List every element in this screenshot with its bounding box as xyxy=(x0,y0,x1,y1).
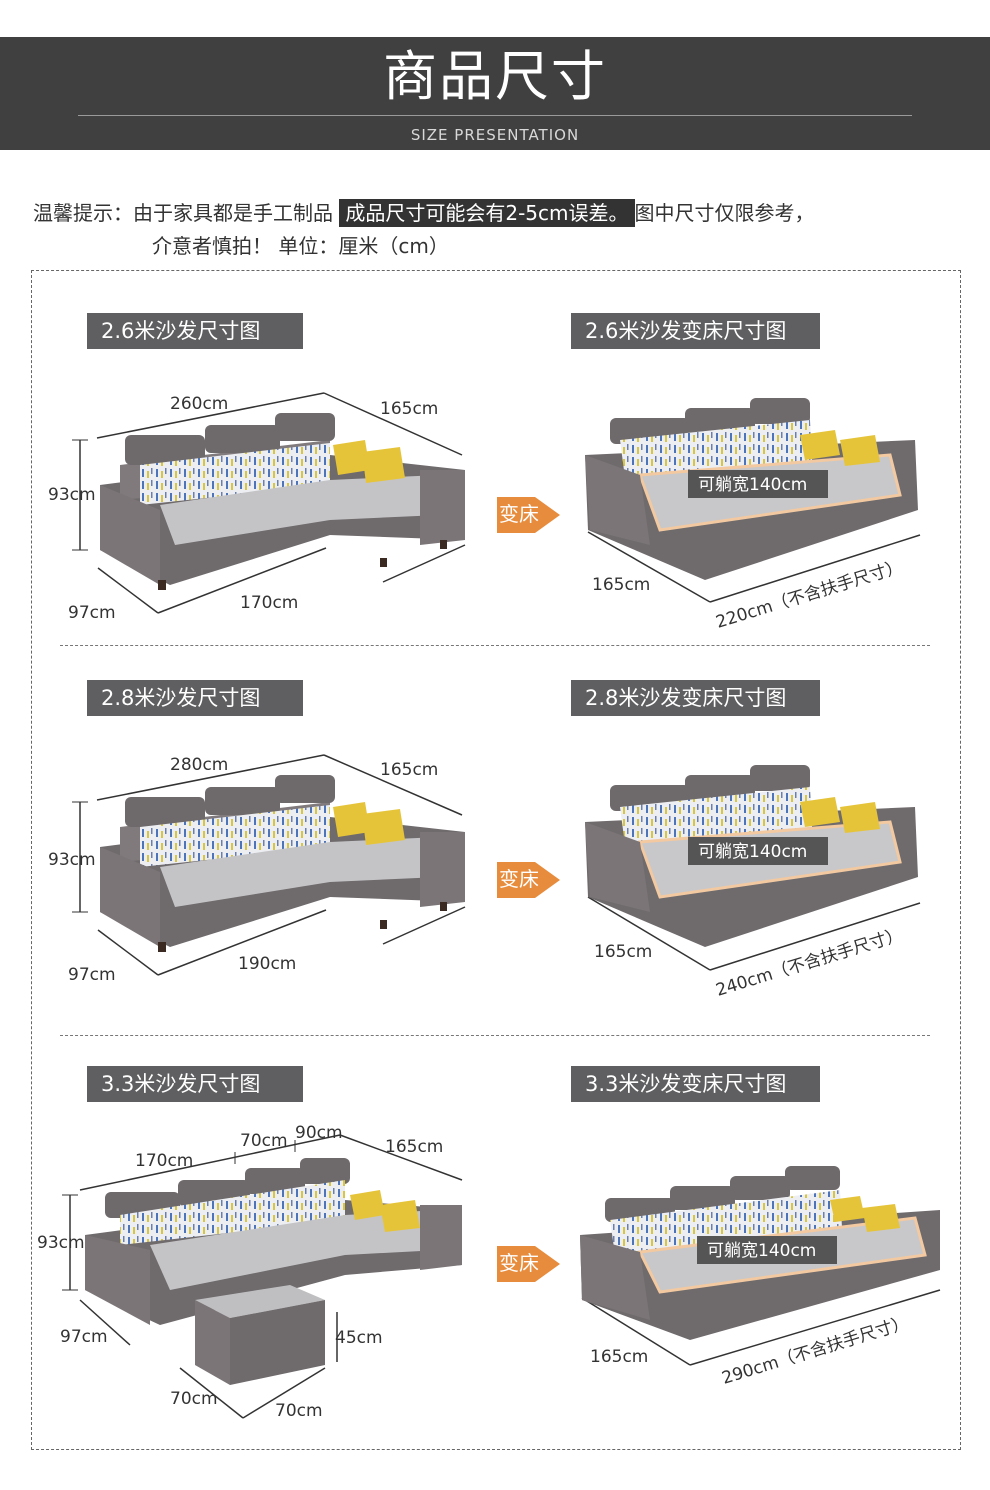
arrow-icon: 变床 xyxy=(497,1246,560,1282)
dim-chaise: 165cm xyxy=(380,399,438,419)
dim-seat: 170cm xyxy=(240,593,298,613)
bed-depth: 165cm xyxy=(592,575,650,595)
dim-seat-a: 170cm xyxy=(135,1151,193,1171)
dim-length: 280cm xyxy=(170,755,228,775)
notice-line-2: 介意者慎拍！ 单位：厘米（cm） xyxy=(152,234,449,258)
sofa-title-2-8: 2.8米沙发尺寸图 xyxy=(87,680,303,716)
bed-title-3-3: 3.3米沙发变床尺寸图 xyxy=(571,1066,820,1102)
arrow-icon: 变床 xyxy=(497,862,560,898)
dimension-frame xyxy=(31,270,961,1450)
sofa-title-2-6: 2.6米沙发尺寸图 xyxy=(87,313,303,349)
dim-height: 93cm xyxy=(37,1233,85,1253)
notice-prefix: 温馨提示：由于家具都是手工制品 xyxy=(33,201,340,225)
ottoman-depth: 70cm xyxy=(275,1401,323,1421)
dim-chaise: 165cm xyxy=(380,760,438,780)
sleep-width: 可躺宽140cm xyxy=(698,842,807,862)
notice-suffix: 图中尺寸仅限参考， xyxy=(634,201,815,225)
section-separator xyxy=(60,1035,930,1036)
sleep-width: 可躺宽140cm xyxy=(698,475,807,495)
sleep-width-badge xyxy=(688,470,828,498)
bed-illustration-3-3: 可躺宽140cm 165cm 290cm（不含扶手尺寸） xyxy=(580,1166,941,1389)
dim-height: 93cm xyxy=(48,850,96,870)
dim-seat: 190cm xyxy=(238,954,296,974)
sleep-width: 可躺宽140cm xyxy=(707,1241,816,1261)
dim-length: 260cm xyxy=(170,394,228,414)
page-header: 商品尺寸 SIZE PRESENTATION xyxy=(0,37,990,150)
dim-chaise: 165cm xyxy=(385,1137,443,1157)
notice-highlight: 成品尺寸可能会有2-5cm误差。 xyxy=(339,199,635,227)
page-title: 商品尺寸 xyxy=(383,45,607,108)
bed-title-2-6: 2.6米沙发变床尺寸图 xyxy=(571,313,820,349)
dim-depth: 97cm xyxy=(60,1327,108,1347)
bed-depth: 165cm xyxy=(594,942,652,962)
arrow-label: 变床 xyxy=(499,867,539,891)
bed-length: 240cm（不含扶手尺寸） xyxy=(714,925,906,1001)
bed-length: 290cm（不含扶手尺寸） xyxy=(720,1313,912,1389)
dim-depth: 97cm xyxy=(68,603,116,623)
dim-seat-b: 70cm xyxy=(240,1131,288,1151)
notice-line-1: 温馨提示：由于家具都是手工制品 成品尺寸可能会有2-5cm误差。图中尺寸仅限参考… xyxy=(33,198,815,228)
bed-illustration-2-6: 可躺宽140cm 165cm 220cm（不含扶手尺寸） xyxy=(585,398,921,633)
header-divider xyxy=(78,115,912,116)
ottoman-height: 45cm xyxy=(335,1328,383,1348)
sofa-title-3-3: 3.3米沙发尺寸图 xyxy=(87,1066,303,1102)
sleep-width-badge xyxy=(688,837,828,865)
dim-seat-c: 90cm xyxy=(295,1123,343,1143)
arrow-icon: 变床 xyxy=(497,497,560,533)
dim-depth: 97cm xyxy=(68,965,116,985)
sofa-illustration-2-8: 280cm 165cm 93cm 97cm 190cm xyxy=(48,754,466,985)
section-separator xyxy=(60,645,930,646)
bed-depth: 165cm xyxy=(590,1347,648,1367)
bed-length: 220cm（不含扶手尺寸） xyxy=(714,557,906,633)
dim-height: 93cm xyxy=(48,485,96,505)
ottoman-width: 70cm xyxy=(170,1389,218,1409)
sofa-illustration-3-3: 170cm 70cm 90cm 165cm 93cm 97cm 45cm 70c… xyxy=(37,1123,463,1421)
bed-title-2-8: 2.8米沙发变床尺寸图 xyxy=(571,680,820,716)
arrow-label: 变床 xyxy=(499,502,539,526)
page-subtitle: SIZE PRESENTATION xyxy=(410,126,580,144)
arrow-label: 变床 xyxy=(499,1251,539,1275)
sofa-illustration-2-6: 260cm 165cm 93cm 97cm 170cm xyxy=(48,392,466,623)
bed-illustration-2-8: 可躺宽140cm 165cm 240cm（不含扶手尺寸） xyxy=(585,765,921,1001)
sleep-width-badge xyxy=(697,1236,837,1264)
